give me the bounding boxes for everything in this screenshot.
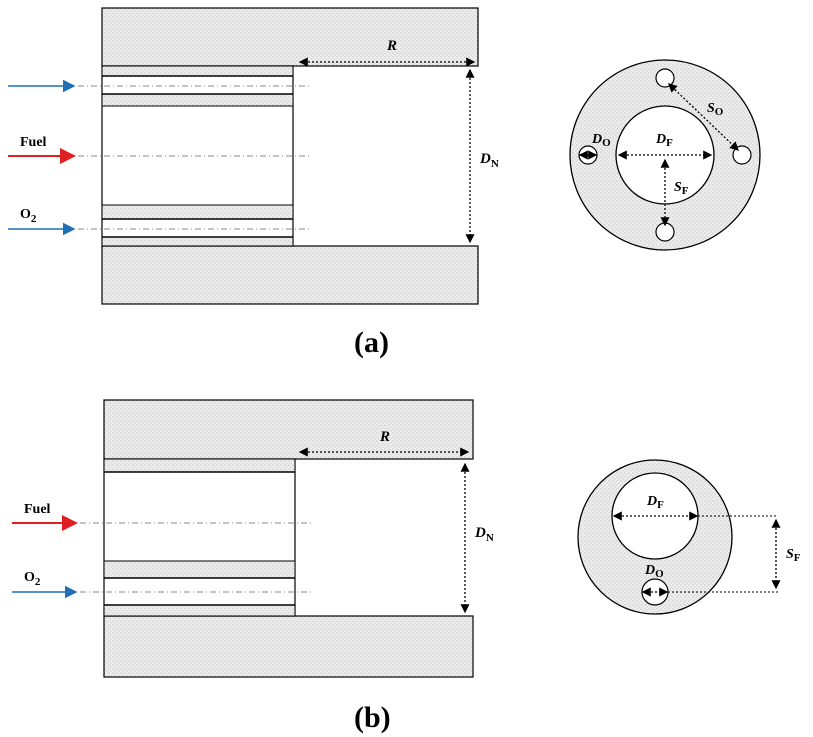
o2-channel-lower-a2 xyxy=(101,236,294,247)
panel-a: Fuel O2 R DN DO DF SF SO (a) xyxy=(8,7,761,359)
o2-channel-upper-a2 xyxy=(101,93,294,107)
o2-hole-top-a xyxy=(655,68,675,88)
o2-label-b: O2 xyxy=(24,570,41,588)
fuel-band-top-b xyxy=(103,458,296,473)
r-label-b: R xyxy=(379,429,390,445)
injector-body-b xyxy=(103,458,296,617)
caption-b: (b) xyxy=(354,701,391,734)
fuel-label-b: Fuel xyxy=(24,502,51,517)
df-label-b: DF xyxy=(646,494,664,511)
so-label-a: SO xyxy=(707,101,724,118)
o2-hole-right-a xyxy=(732,145,752,165)
o2-channel-upper-a xyxy=(101,65,294,77)
bottom-wall-a xyxy=(101,245,479,305)
dn-label-a: DN xyxy=(479,151,499,170)
o2-channel-lower-a xyxy=(101,204,294,220)
fuel-label-a: Fuel xyxy=(20,135,47,150)
top-wall-b xyxy=(103,399,474,460)
do-label-a: DO xyxy=(591,132,611,149)
o2-label-a: O2 xyxy=(20,207,37,225)
r-label-a: R xyxy=(386,38,397,54)
caption-a: (a) xyxy=(354,326,389,359)
sf-label-b: SF xyxy=(786,547,801,564)
top-wall-a xyxy=(101,7,479,67)
o2-band-b xyxy=(103,560,296,579)
do-label-b: DO xyxy=(644,563,664,580)
panel-b: Fuel O2 R DN DF DO SF (b) xyxy=(12,399,801,734)
o2-band-b2 xyxy=(103,604,296,617)
bottom-wall-b xyxy=(103,615,474,678)
dn-label-b: DN xyxy=(474,525,494,544)
o2-hole-bottom-a xyxy=(655,222,675,242)
sf-label-a: SF xyxy=(674,180,689,197)
